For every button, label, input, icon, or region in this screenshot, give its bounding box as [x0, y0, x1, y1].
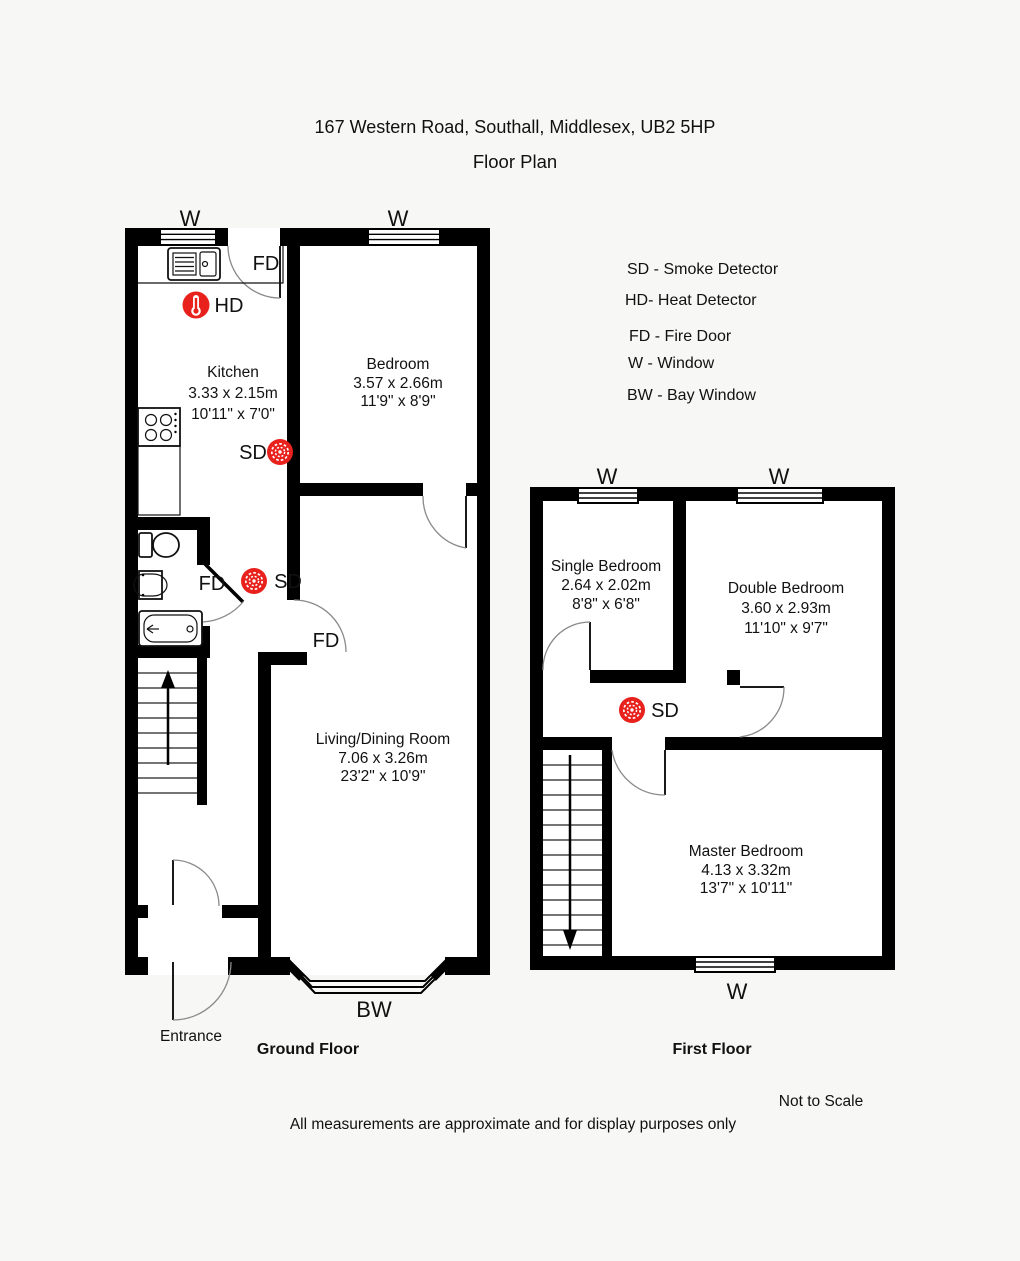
hall-door	[172, 859, 220, 907]
room-size-metric: 3.57 x 2.66m	[353, 375, 443, 392]
room-size-imperial: 11'9" x 8'9"	[360, 393, 435, 410]
smoke-detector-icon-landing	[618, 696, 646, 724]
disclaimer: All measurements are approximate and for…	[290, 1116, 737, 1133]
single-bedroom-door	[542, 621, 591, 671]
legend: SD - Smoke Detector HD- Heat Detector FD…	[625, 261, 779, 404]
room-size-metric: 3.60 x 2.93m	[741, 600, 831, 617]
heat-detector-label: HD	[215, 295, 244, 317]
smoke-detector-label-hall: SD	[274, 571, 302, 593]
kitchen-room-label: Kitchen 3.33 x 2.15m 10'11" x 7'0"	[188, 364, 278, 423]
first-floor-title: First Floor	[672, 1041, 751, 1058]
basin-icon	[133, 570, 168, 600]
footer: Not to Scale All measurements are approx…	[290, 1093, 863, 1133]
master-bedroom-window-icon	[694, 956, 776, 973]
staircase-up	[138, 670, 197, 794]
room-size-metric: 4.13 x 3.32m	[701, 862, 791, 879]
first-floor-footprint	[530, 487, 895, 970]
fire-door-label-living: FD	[313, 630, 340, 652]
room-size-metric: 3.33 x 2.15m	[188, 385, 278, 402]
room-size-metric: 2.64 x 2.02m	[561, 577, 651, 594]
window-label-master-bedroom: W	[727, 979, 748, 1004]
toilet-icon	[138, 532, 180, 558]
room-name: Living/Dining Room	[316, 731, 450, 748]
not-to-scale-note: Not to Scale	[779, 1093, 863, 1110]
heat-detector-icon	[182, 291, 210, 319]
single-bedroom-window-icon	[577, 487, 639, 504]
fire-door-label-kitchen: FD	[253, 253, 280, 275]
ground-floor-walls	[125, 228, 490, 975]
smoke-detector-icon-kitchen	[266, 438, 294, 466]
room-size-metric: 7.06 x 3.26m	[338, 750, 428, 767]
bay-window-icon	[281, 957, 454, 994]
bedroom-window-icon	[367, 228, 441, 246]
gf-bedroom-room-label: Bedroom 3.57 x 2.66m 11'9" x 8'9"	[353, 356, 443, 410]
kitchen-window-icon	[159, 228, 217, 246]
room-name: Double Bedroom	[728, 580, 844, 597]
single-bedroom-room-label: Single Bedroom 2.64 x 2.02m 8'8" x 6'8"	[551, 558, 661, 613]
living-room-label: Living/Dining Room 7.06 x 3.26m 23'2" x …	[316, 731, 450, 785]
bathroom-fire-door	[201, 560, 245, 623]
double-bedroom-window-icon	[736, 487, 824, 504]
entrance-label: Entrance	[160, 1028, 222, 1045]
room-name: Bedroom	[367, 356, 430, 373]
window-label-double-bedroom: W	[769, 464, 790, 489]
room-size-imperial: 10'11" x 7'0"	[191, 406, 275, 423]
entrance-door	[172, 961, 232, 1021]
legend-window: W - Window	[628, 355, 715, 372]
page-title: 167 Western Road, Southall, Middlesex, U…	[315, 117, 716, 137]
fire-door-label-bathroom: FD	[199, 573, 226, 595]
bedroom-door	[422, 495, 467, 549]
sink-icon	[138, 246, 284, 284]
ground-floor-plan: W W FD HD SD FD SD FD Kitchen 3.33 x 2.1…	[125, 206, 490, 1058]
bathtub-icon	[138, 610, 203, 647]
page-subtitle: Floor Plan	[473, 151, 557, 172]
master-bedroom-room-label: Master Bedroom 4.13 x 3.32m 13'7" x 10'1…	[689, 843, 804, 897]
double-bedroom-door	[739, 686, 785, 738]
smoke-detector-label-kitchen: SD	[239, 442, 267, 464]
window-label-gf-bedroom: W	[388, 206, 409, 231]
room-size-imperial: 11'10" x 9'7"	[744, 620, 828, 637]
header: 167 Western Road, Southall, Middlesex, U…	[315, 117, 716, 172]
room-name: Master Bedroom	[689, 843, 804, 860]
staircase-down	[543, 755, 602, 950]
room-size-imperial: 8'8" x 6'8"	[572, 596, 640, 613]
legend-bay-window: BW - Bay Window	[627, 387, 756, 404]
legend-heat-detector: HD- Heat Detector	[625, 292, 757, 309]
smoke-detector-icon-hall	[240, 567, 268, 595]
smoke-detector-label-landing: SD	[651, 700, 679, 722]
master-bedroom-door	[611, 749, 666, 796]
ground-floor-title: Ground Floor	[257, 1041, 359, 1058]
legend-smoke-detector: SD - Smoke Detector	[627, 261, 779, 278]
room-size-imperial: 13'7" x 10'11"	[700, 880, 792, 897]
room-size-imperial: 23'2" x 10'9"	[340, 768, 425, 785]
living-room-fire-door	[293, 599, 347, 653]
room-name: Single Bedroom	[551, 558, 661, 575]
legend-fire-door: FD - Fire Door	[629, 328, 732, 345]
room-name: Kitchen	[207, 364, 259, 381]
first-floor-plan: W W W SD Single Bedroom 2.64 x 2.02m 8'8…	[530, 464, 895, 1058]
window-label-single-bedroom: W	[597, 464, 618, 489]
double-bedroom-room-label: Double Bedroom 3.60 x 2.93m 11'10" x 9'7…	[728, 580, 844, 637]
hob-icon	[137, 407, 181, 516]
bay-window-label: BW	[356, 997, 392, 1022]
window-label-kitchen: W	[180, 206, 201, 231]
